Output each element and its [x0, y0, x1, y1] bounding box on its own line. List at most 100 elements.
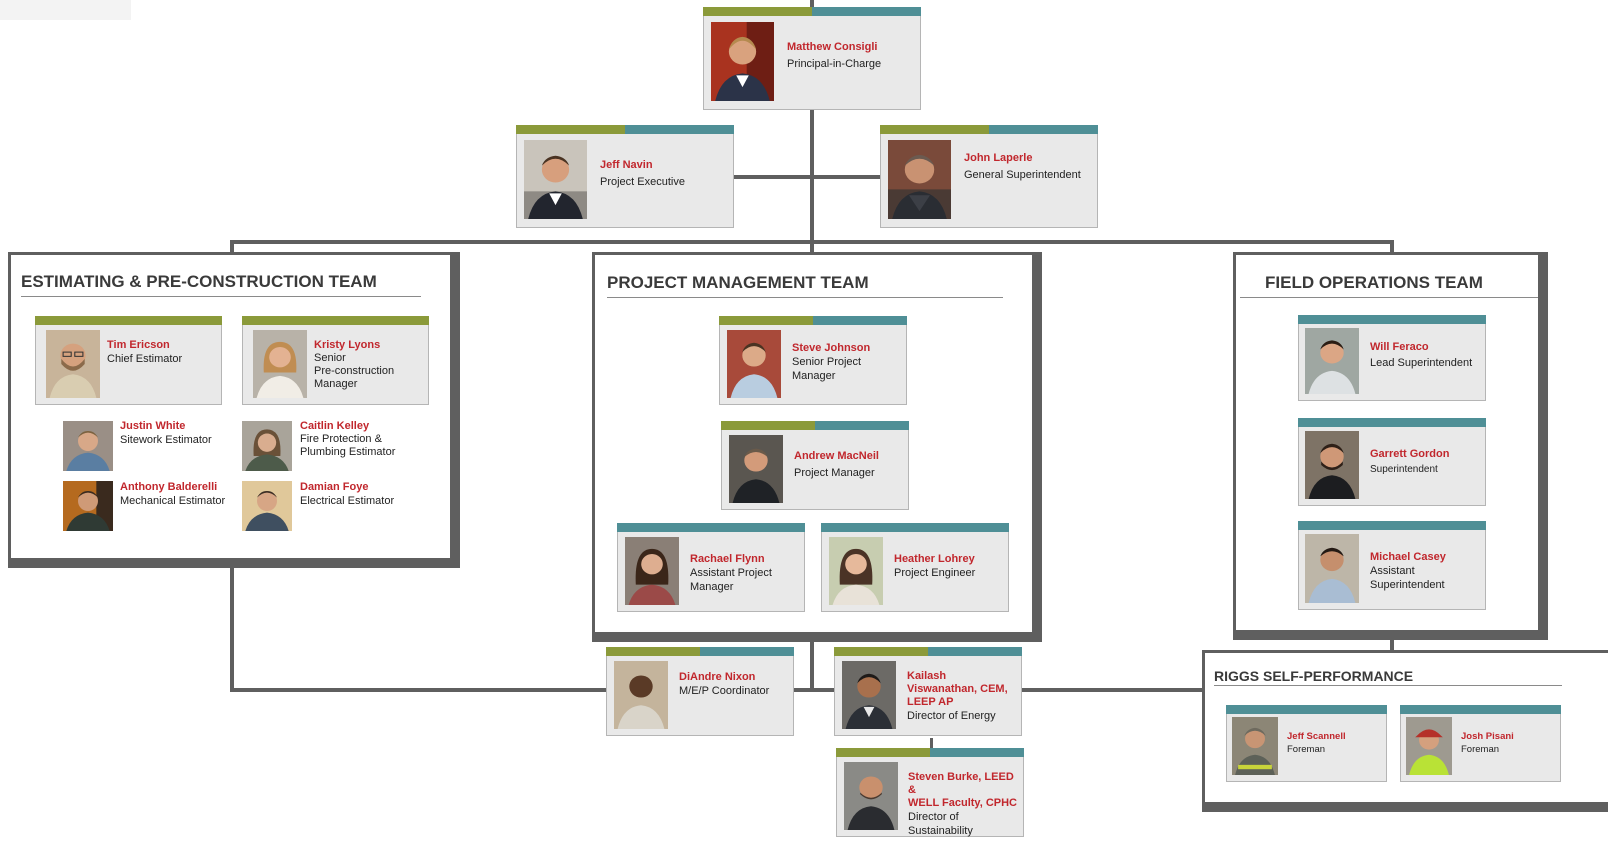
person-card-rachael-flynn: Rachael Flynn Assistant Project Manager	[617, 523, 805, 612]
person-name: Steve Johnson	[792, 342, 871, 354]
portrait-photo	[1232, 717, 1278, 775]
portrait-photo	[1305, 328, 1359, 394]
person-role: Mechanical Estimator	[120, 495, 226, 507]
person-role: Principal-in-Charge	[787, 58, 882, 70]
person-name: Josh Pisani	[1461, 731, 1514, 742]
card-color-bar	[703, 7, 921, 16]
person-text: Andrew MacNeil Project Manager	[794, 449, 879, 480]
person-card-will-feraco: Will Feraco Lead Superintendent	[1298, 315, 1486, 401]
person-name: Matthew Consigli	[787, 41, 878, 53]
card-color-bar	[719, 316, 907, 325]
energy-down-line	[930, 738, 933, 750]
field-down-line	[1390, 640, 1394, 652]
person-name: Anthony Balderelli	[120, 481, 218, 493]
person-card-andrew-macneil: Andrew MacNeil Project Manager	[721, 421, 909, 510]
portrait-photo	[253, 330, 307, 398]
person-card-diandre-nixon: DiAndre Nixon M/E/P Coordinator	[606, 647, 794, 736]
person-name: Andrew MacNeil	[794, 450, 879, 462]
estimating-team-frame	[8, 252, 460, 568]
portrait-photo	[727, 330, 781, 398]
person-role: Chief Estimator	[107, 353, 183, 365]
portrait-photo	[829, 537, 883, 605]
card-color-bar	[1400, 705, 1561, 714]
card-color-bar	[836, 748, 1024, 757]
person-text: Heather Lohrey Project Engineer	[894, 552, 975, 580]
person-role: Project Manager	[794, 467, 875, 479]
person-text: Kristy Lyons Senior Pre-construction Man…	[314, 338, 394, 391]
person-text: Tim Ericson Chief Estimator	[107, 338, 182, 366]
person-text: Jeff Scannell Foreman	[1287, 730, 1346, 756]
person-text: John Laperle General Superintendent	[964, 151, 1081, 182]
portrait-photo	[844, 762, 898, 830]
pm-team-title: PROJECT MANAGEMENT TEAM	[607, 273, 869, 292]
person-role: Fire Protection & Plumbing Estimator	[300, 433, 396, 458]
person-name: Rachael Flynn	[690, 553, 765, 565]
person-text: Garrett Gordon Superintendent	[1370, 447, 1449, 477]
person-role: Project Engineer	[894, 567, 976, 579]
person-text: Steve Johnson Senior Project Manager	[792, 341, 870, 383]
person-card-michael-casey: Michael Casey Assistant Superintendent	[1298, 521, 1486, 610]
person-role: Superintendent	[1370, 464, 1438, 475]
portrait-caitlin-kelley	[242, 421, 292, 471]
field-drop-line	[1390, 240, 1394, 258]
person-card-john-laperle: John Laperle General Superintendent	[880, 125, 1098, 228]
person-card-matthew-consigli: Matthew Consigli Principal-in-Charge	[703, 7, 921, 110]
portrait-photo	[46, 330, 100, 398]
person-role: Project Executive	[600, 176, 685, 188]
estimating-drop-line	[230, 240, 234, 258]
person-card-steven-burke: Steven Burke, LEED & WELL Faculty, CPHC …	[836, 748, 1024, 837]
person-name: Kailash Viswanathan, CEM, LEEP AP	[907, 670, 1008, 708]
person-text: Matthew Consigli Principal-in-Charge	[787, 40, 881, 71]
person-role: Senior Project Manager	[792, 356, 862, 382]
portrait-photo	[729, 435, 783, 503]
exec-branch-line	[734, 175, 882, 179]
person-name: Jeff Scannell	[1287, 731, 1346, 742]
person-name: Kristy Lyons	[314, 339, 381, 351]
person-role: Electrical Estimator	[300, 495, 395, 507]
portrait-photo	[1406, 717, 1452, 775]
estimating-down-line	[230, 568, 234, 692]
person-name: Damian Foye	[300, 481, 369, 493]
person-card-steve-johnson: Steve Johnson Senior Project Manager	[719, 316, 907, 405]
person-name: Tim Ericson	[107, 339, 170, 351]
person-text: Josh Pisani Foreman	[1461, 730, 1514, 756]
portrait-damian-foye	[242, 481, 292, 531]
person-text: Jeff Navin Project Executive	[600, 158, 685, 189]
card-color-bar	[617, 523, 805, 532]
person-name: Heather Lohrey	[894, 553, 975, 565]
person-text: Rachael Flynn Assistant Project Manager	[690, 552, 772, 594]
card-color-bar	[1226, 705, 1387, 714]
portrait-photo	[711, 22, 774, 101]
card-color-bar	[880, 125, 1098, 134]
pm-down-line	[810, 640, 814, 690]
portrait-photo	[524, 140, 587, 219]
person-text: DiAndre Nixon M/E/P Coordinator	[679, 670, 769, 698]
card-color-bar	[35, 316, 222, 325]
person-role: Foreman	[1461, 744, 1500, 755]
person-card-jeff-scannell: Jeff Scannell Foreman	[1226, 705, 1387, 782]
person-text: Steven Burke, LEED & WELL Faculty, CPHC …	[908, 771, 1023, 838]
person-role: Assistant Project Manager	[690, 567, 772, 593]
person-text: Will Feraco Lead Superintendent	[1370, 340, 1472, 370]
person-text-anthony-balderelli: Anthony Balderelli Mechanical Estimator	[120, 480, 225, 508]
portrait-anthony-balderelli	[63, 481, 113, 531]
card-color-bar	[1298, 418, 1486, 427]
person-role: General Superintendent	[964, 169, 1081, 181]
person-name: Steven Burke, LEED & WELL Faculty, CPHC	[908, 771, 1017, 809]
person-name: John Laperle	[964, 152, 1033, 164]
person-text-damian-foye: Damian Foye Electrical Estimator	[300, 480, 394, 508]
person-role: M/E/P Coordinator	[679, 685, 770, 697]
person-name: Garrett Gordon	[1370, 448, 1450, 460]
field-title-underline	[1240, 297, 1538, 298]
card-color-bar	[242, 316, 429, 325]
card-color-bar	[834, 647, 1022, 656]
portrait-photo	[614, 661, 668, 729]
portrait-photo	[1305, 534, 1359, 603]
person-role: Senior Pre-construction Manager	[314, 352, 395, 390]
person-card-josh-pisani: Josh Pisani Foreman	[1400, 705, 1561, 782]
person-card-heather-lohrey: Heather Lohrey Project Engineer	[821, 523, 1009, 612]
field-team-title: FIELD OPERATIONS TEAM	[1265, 273, 1483, 292]
person-text: Michael Casey Assistant Superintendent	[1370, 550, 1446, 592]
person-text: Kailash Viswanathan, CEM, LEEP AP Direct…	[907, 670, 1008, 723]
person-role: Foreman	[1287, 744, 1326, 755]
